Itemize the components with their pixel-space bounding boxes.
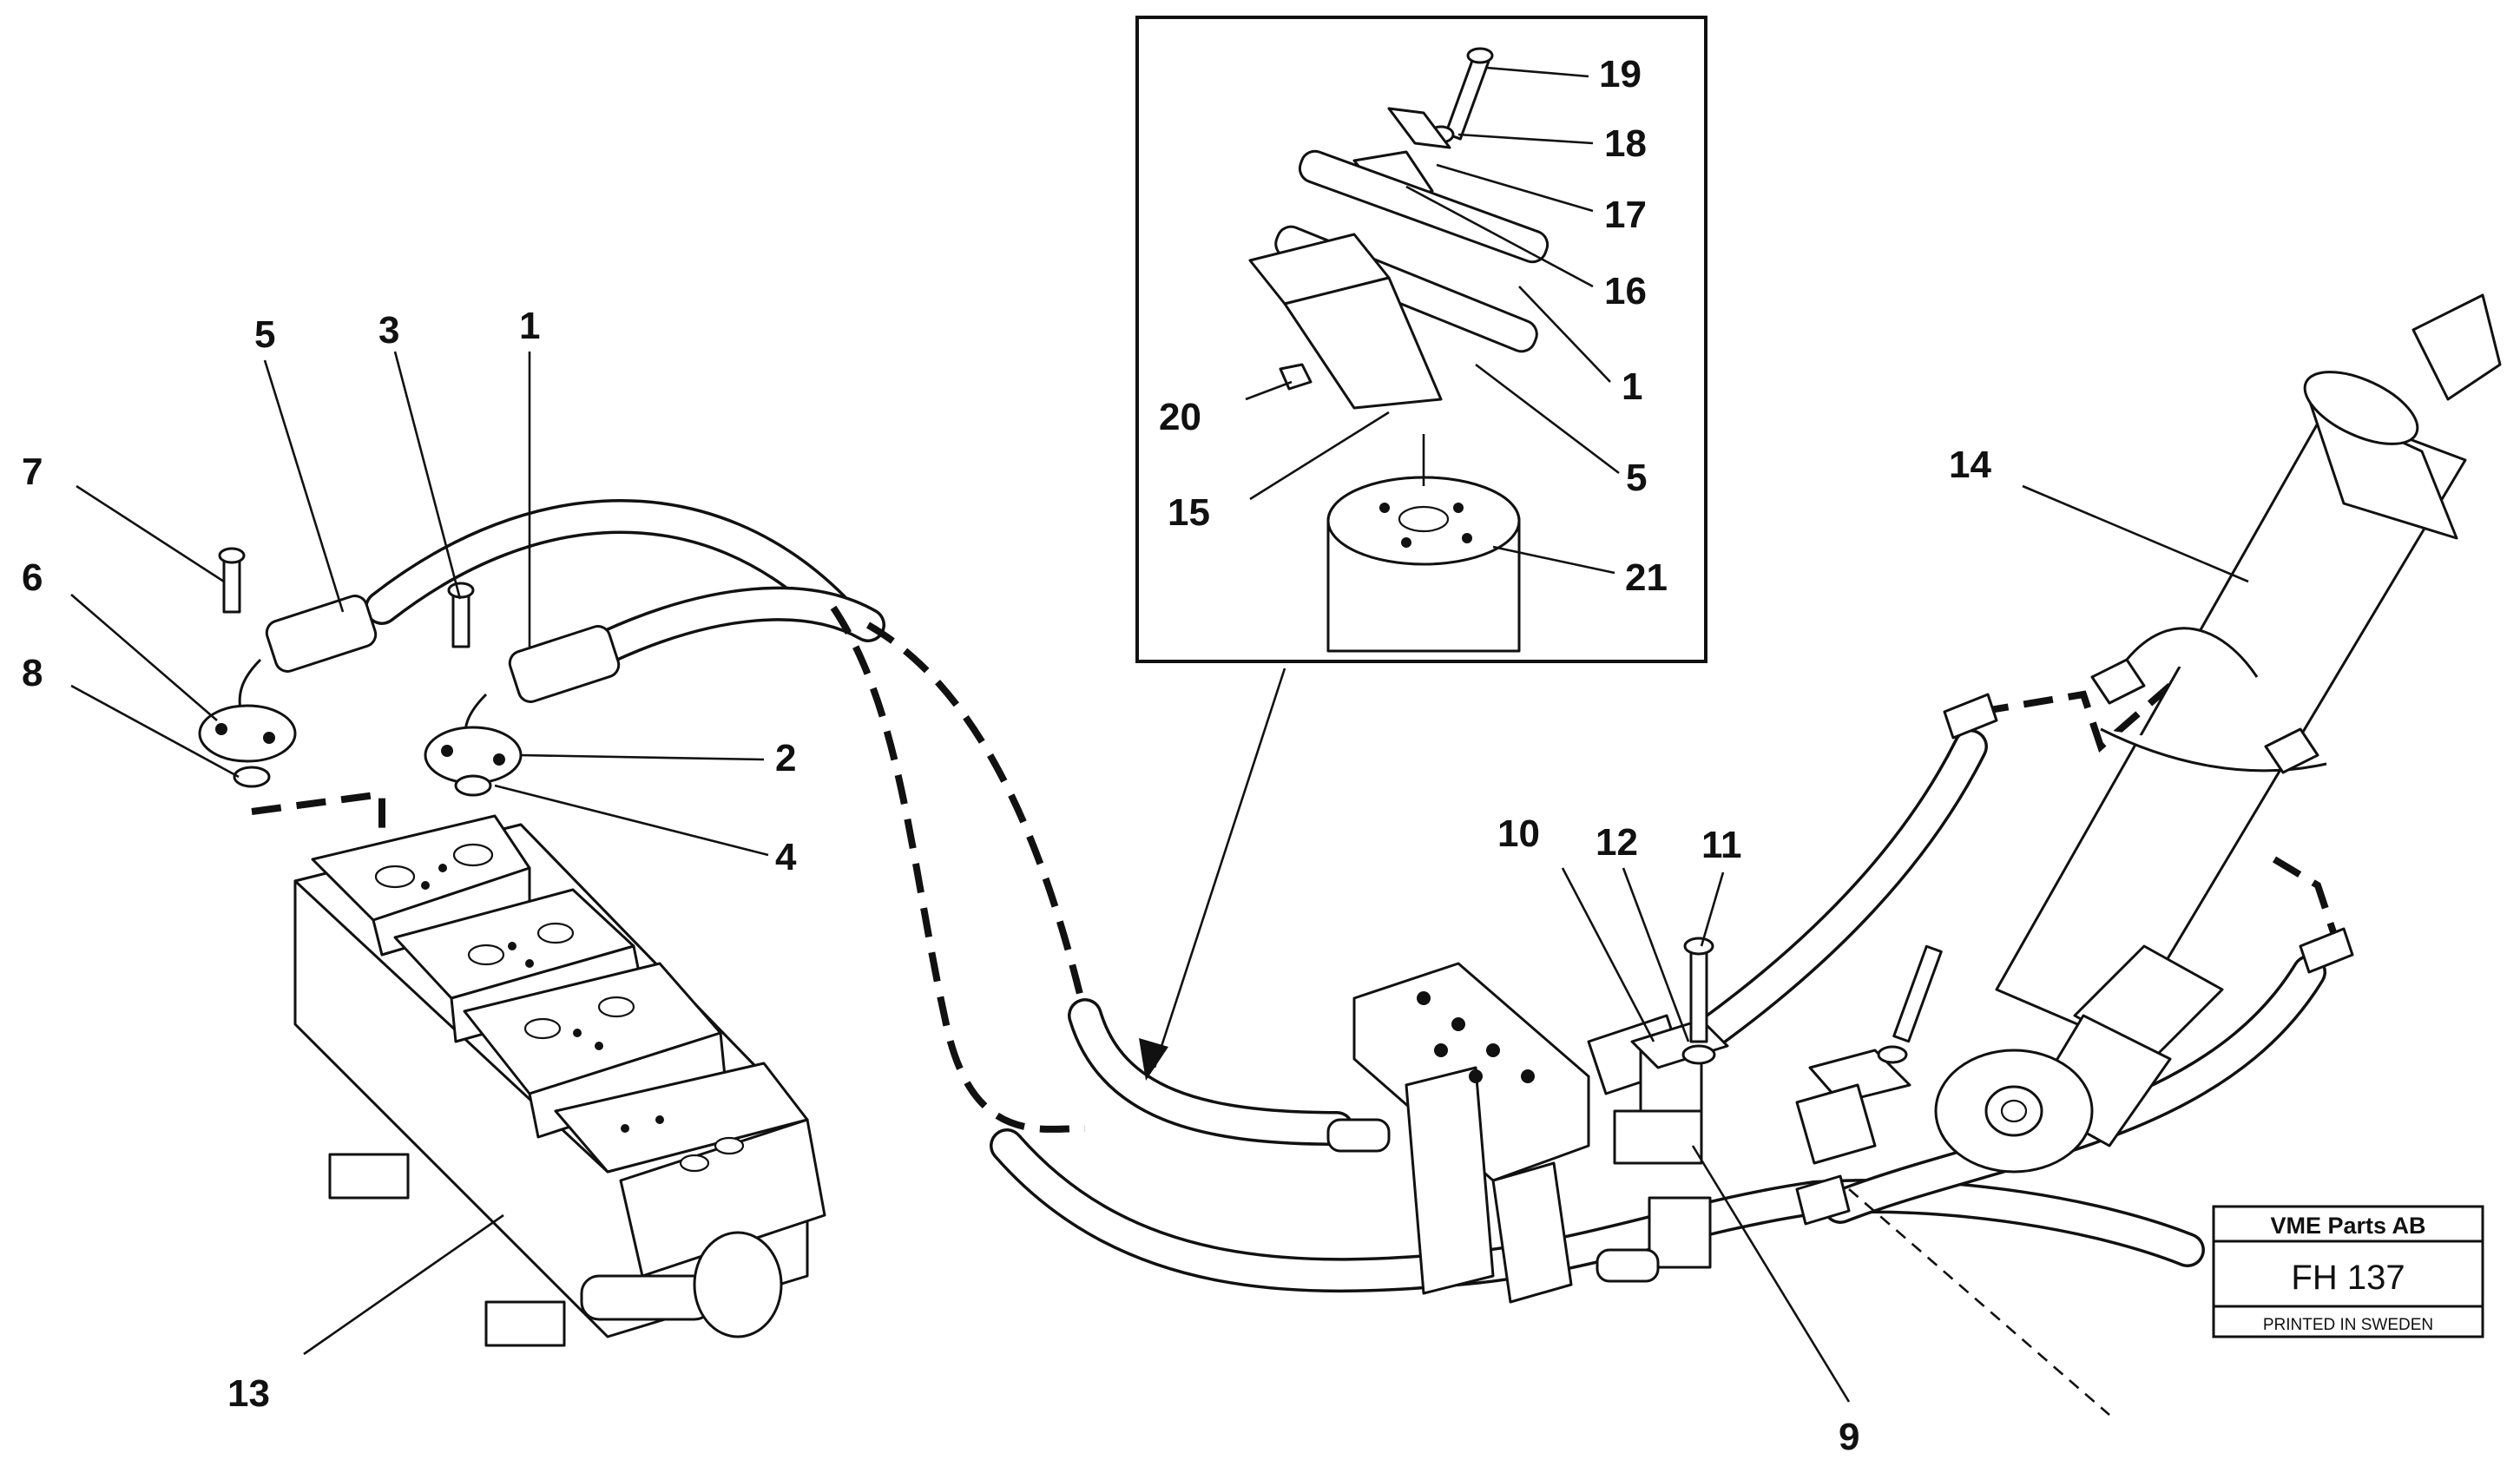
callout-4: 4	[775, 836, 797, 878]
callout-1: 1	[519, 305, 540, 347]
callout-15: 15	[1168, 491, 1210, 534]
callout-21: 21	[1625, 556, 1668, 599]
hydraulic-cylinder	[1934, 293, 2502, 1174]
callout-3: 3	[378, 309, 399, 352]
leader-lines	[70, 66, 2249, 1416]
callout-labels: 19 18 17 16 1 20 5 15 21 5 3 1 7 6 8 2 4…	[22, 53, 1991, 1458]
callout-5-inset: 5	[1626, 457, 1647, 499]
stamp-company: VME Parts AB	[2270, 1213, 2425, 1239]
detail-inset	[1135, 16, 1707, 663]
callout-7: 7	[22, 450, 43, 493]
callout-16: 16	[1604, 270, 1647, 312]
callout-13: 13	[227, 1372, 270, 1415]
stamp-origin: PRINTED IN SWEDEN	[2263, 1316, 2433, 1334]
callout-12: 12	[1596, 821, 1638, 864]
stamp-code: FH 137	[2291, 1259, 2405, 1297]
callout-1-inset: 1	[1622, 365, 1642, 408]
callout-11: 11	[1701, 824, 1742, 866]
callout-8: 8	[22, 652, 43, 694]
callout-19: 19	[1599, 53, 1642, 95]
left-elbow-fittings	[198, 547, 621, 797]
callout-17: 17	[1604, 194, 1647, 236]
callout-14: 14	[1949, 444, 1991, 486]
inset-pointer-arrow	[1139, 667, 1286, 1081]
title-stamp: VME Parts AB FH 137 PRINTED IN SWEDEN	[2212, 1205, 2484, 1338]
callout-9: 9	[1839, 1416, 1859, 1458]
callout-10: 10	[1497, 812, 1540, 855]
callout-6: 6	[22, 556, 43, 599]
callout-18: 18	[1604, 122, 1647, 165]
bracket-assembly	[1326, 937, 1943, 1304]
callout-2: 2	[775, 737, 796, 779]
callout-20: 20	[1159, 396, 1201, 438]
callout-5: 5	[254, 313, 275, 356]
control-valve-block	[293, 814, 826, 1347]
